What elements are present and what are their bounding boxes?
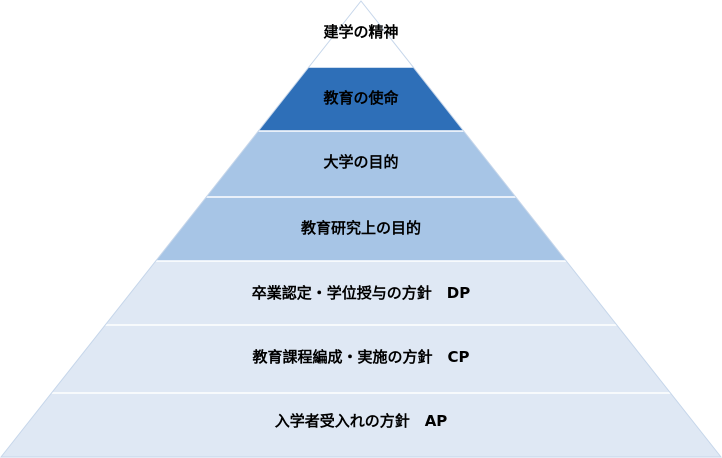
tier-research-purpose [155, 197, 567, 261]
tier-founding-spirit [308, 1, 414, 67]
tier-label-educational-mission: 教育の使命 [323, 89, 399, 107]
tier-university-purpose [206, 131, 516, 197]
tier-label-admission-policy: 入学者受入れの方針 AP [274, 412, 448, 430]
tier-label-university-purpose: 大学の目的 [323, 153, 399, 171]
tier-admission-policy [1, 393, 721, 457]
tier-diploma-policy [105, 261, 617, 325]
tier-label-curriculum-policy: 教育課程編成・実施の方針 CP [252, 348, 470, 366]
tier-curriculum-policy [51, 325, 671, 393]
tier-label-research-purpose: 教育研究上の目的 [300, 219, 421, 237]
tier-educational-mission [258, 67, 464, 131]
tier-label-diploma-policy: 卒業認定・学位授与の方針 DP [251, 284, 471, 302]
tier-label-founding-spirit: 建学の精神 [323, 23, 399, 41]
